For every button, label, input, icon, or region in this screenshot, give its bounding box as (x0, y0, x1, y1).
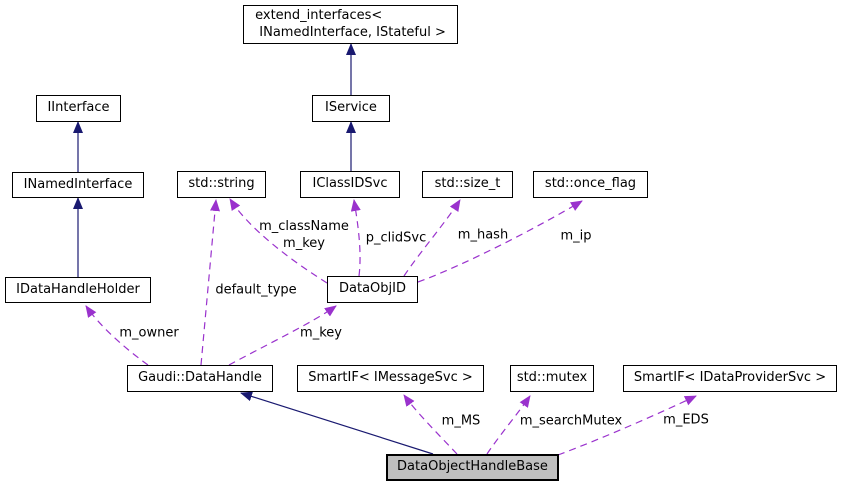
node-label: IService (325, 100, 377, 116)
edge-label-m-ms: m_MS (441, 413, 481, 429)
node-dataobjid[interactable]: DataObjID (327, 276, 418, 303)
edge-label-m-ip: m_ip (560, 228, 592, 244)
node-iinterface[interactable]: IInterface (36, 95, 121, 122)
edge-dataobjid-to-std-size-t (403, 199, 461, 277)
node-label: std::mutex (516, 370, 588, 386)
node-dataobjecthandlebase: DataObjectHandleBase (386, 454, 559, 481)
edge-dataobjecthandlebase-to-std-mutex (486, 395, 531, 455)
node-iclassidsvc[interactable]: IClassIDSvc (300, 171, 400, 198)
node-extend-interfaces[interactable]: extend_interfaces< INamedInterface, ISta… (243, 5, 458, 44)
edge-gaudi-datahandle-to-dataobjid (228, 305, 337, 366)
node-label: IDataHandleHolder (16, 281, 140, 297)
edge-dataobjecthandlebase-to-smartif-imessagesvc (403, 394, 458, 455)
edge-dataobjecthandlebase-to-smartif-idataprovidersvc (557, 395, 697, 456)
edge-dataobjecthandlebase-to-gaudi-datahandle (240, 391, 434, 455)
edge-gaudi-datahandle-to-idatahandleholder (85, 305, 149, 366)
node-std-mutex[interactable]: std::mutex (510, 365, 594, 392)
edge-label-m-key: m_key (300, 325, 342, 341)
node-label: std::once_flag (544, 176, 637, 192)
edge-label-m-hash: m_hash (457, 227, 509, 243)
node-label: DataObjID (339, 281, 406, 297)
edge-label-default-type: default_type (215, 282, 297, 298)
node-label: std::size_t (434, 176, 501, 192)
edge-gaudi-datahandle-to-std-string (200, 199, 220, 366)
node-idatahandleholder[interactable]: IDataHandleHolder (5, 277, 151, 303)
node-smartif-idataprovidersvc[interactable]: SmartIF< IDataProviderSvc > (623, 365, 837, 392)
node-label: DataObjectHandleBase (397, 459, 548, 475)
node-label: Gaudi::DataHandle (138, 370, 262, 386)
edge-label-m-classname-m-key: m_className m_key (259, 219, 349, 251)
edge-label-m-owner: m_owner (119, 325, 179, 341)
node-inamedinterface[interactable]: INamedInterface (12, 172, 144, 198)
node-iservice[interactable]: IService (312, 95, 390, 122)
node-std-once-flag[interactable]: std::once_flag (533, 171, 648, 198)
node-label: SmartIF< IMessageSvc > (308, 370, 473, 386)
edge-dataobjid-to-std-string (229, 198, 328, 284)
node-label: IClassIDSvc (312, 176, 388, 192)
node-label: IInterface (47, 100, 110, 116)
edge-dataobjid-to-iclassidsvc (350, 199, 361, 277)
node-std-string[interactable]: std::string (177, 171, 266, 198)
node-gaudi-datahandle[interactable]: Gaudi::DataHandle (127, 365, 273, 392)
edge-label-p-clidsvc: p_clidSvc (365, 230, 427, 246)
node-label: SmartIF< IDataProviderSvc > (633, 370, 827, 386)
node-std-size-t[interactable]: std::size_t (422, 171, 513, 198)
node-label: std::string (188, 176, 255, 192)
edge-label-m-eds: m_EDS (663, 412, 709, 428)
node-smartif-imessagesvc[interactable]: SmartIF< IMessageSvc > (297, 365, 484, 392)
node-label: extend_interfaces< INamedInterface, ISta… (255, 7, 446, 40)
edge-label-m-searchmutex: m_searchMutex (519, 413, 623, 429)
node-label: INamedInterface (23, 176, 133, 192)
